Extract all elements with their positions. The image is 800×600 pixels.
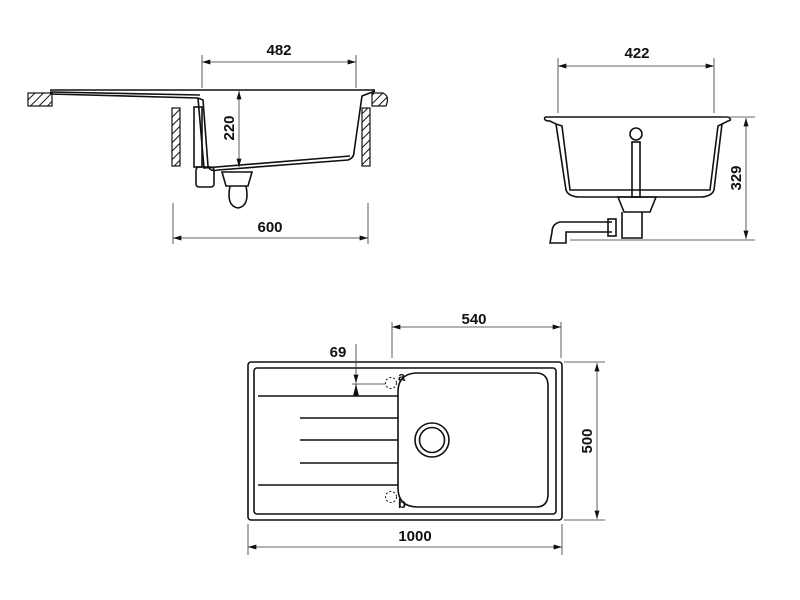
pipe-nut — [607, 218, 617, 237]
dimension-total-depth: 329 — [728, 165, 745, 190]
overflow-pipe — [631, 141, 641, 198]
dimension-bowl-depth: 220 — [221, 115, 238, 140]
cabinet-wall-right — [361, 107, 371, 167]
countertop-right-section — [371, 92, 389, 107]
drain-outer-ring — [414, 422, 450, 458]
dimension-bowl-width: 482 — [266, 42, 291, 59]
drain-trap — [228, 185, 248, 209]
sink-inner-profile — [197, 97, 351, 169]
dimension-width: 500 — [579, 428, 596, 453]
cabinet-wall-left — [171, 107, 181, 167]
countertop-left-section — [27, 92, 53, 107]
tap-hole-a-label: a — [398, 369, 406, 384]
tap-hole-b-label: b — [398, 496, 406, 511]
dimension-cabinet-width: 600 — [257, 219, 282, 236]
front-view: 422 329 — [543, 45, 755, 244]
dimension-bowl-length: 540 — [461, 311, 486, 328]
drain-body — [220, 171, 254, 187]
sink-outline — [247, 361, 563, 521]
dimension-length: 1000 — [398, 528, 431, 545]
top-view: a b 69 540 500 1000 — [247, 311, 605, 555]
overflow-ball — [629, 127, 643, 141]
drain-body — [616, 196, 658, 213]
dimension-bowl-width: 422 — [624, 45, 649, 62]
waste-pipe — [549, 221, 612, 244]
drain-inner-ring — [418, 426, 446, 454]
bowl-outline — [397, 372, 549, 508]
tap-hole-b — [385, 491, 397, 503]
tap-hole-a — [385, 377, 397, 389]
drain-trap — [621, 212, 643, 239]
overflow-elbow — [195, 166, 215, 188]
dimension-69-arrow-bottom — [353, 384, 359, 396]
sink-inner-outline — [253, 367, 557, 515]
side-view: 482 220 600 — [27, 42, 389, 244]
dimension-hole-offset: 69 — [330, 344, 347, 361]
bowl-inner-profile — [555, 123, 723, 191]
